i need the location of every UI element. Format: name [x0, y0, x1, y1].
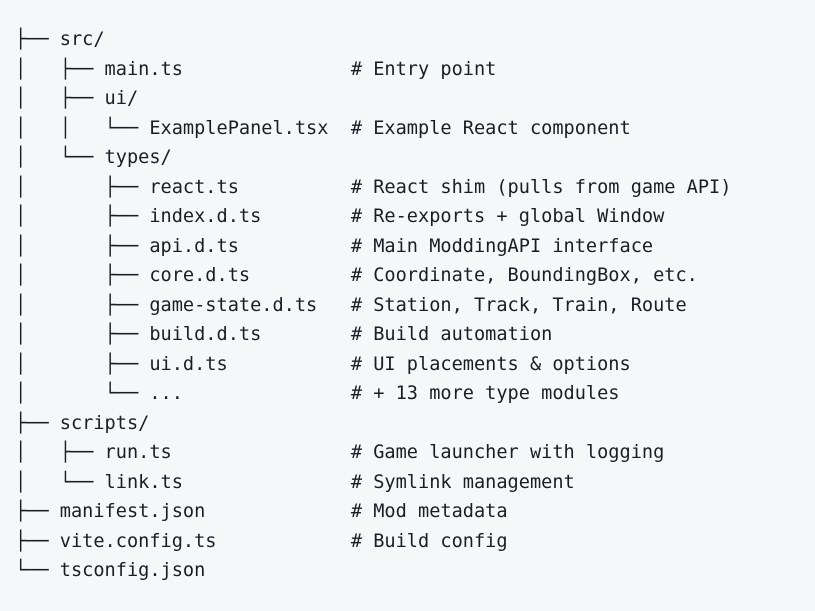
tree-line-text: │ ├── game-state.d.ts # Station, Track, …	[15, 294, 687, 316]
tree-line: │ ├── build.d.ts # Build automation	[15, 320, 815, 350]
tree-line: │ ├── core.d.ts # Coordinate, BoundingBo…	[15, 261, 815, 291]
tree-line-text: ├── vite.config.ts # Build config	[15, 530, 508, 552]
tree-line: │ ├── run.ts # Game launcher with loggin…	[15, 438, 815, 468]
tree-line: │ │ └── ExamplePanel.tsx # Example React…	[15, 114, 815, 144]
tree-line-text: │ └── ... # + 13 more type modules	[15, 383, 620, 404]
tree-line: │ └── ... # + 13 more type modules	[15, 379, 815, 409]
tree-body: ├── src/ │ ├── main.ts # Entry point │ ├──…	[15, 25, 815, 586]
tree-line: │ ├── game-state.d.ts # Station, Track, …	[15, 291, 815, 321]
tree-line-text: │ ├── api.d.ts # Main ModdingAPI interfa…	[15, 235, 654, 257]
tree-line-text: │ ├── main.ts # Entry point	[15, 58, 497, 80]
tree-line: │ ├── api.d.ts # Main ModdingAPI interfa…	[15, 232, 815, 262]
tree-line: │ ├── index.d.ts # Re-exports + global W…	[15, 202, 815, 232]
tree-line: │ └── link.ts # Symlink management	[15, 468, 815, 498]
tree-line-text: │ ├── react.ts # React shim (pulls from …	[15, 176, 732, 198]
tree-line-text: │ └── link.ts # Symlink management	[15, 471, 575, 493]
tree-line-text: │ ├── ui.d.ts # UI placements & options	[15, 353, 631, 375]
tree-line-text: │ ├── index.d.ts # Re-exports + global W…	[15, 206, 665, 227]
tree-line: ├── vite.config.ts # Build config	[15, 527, 815, 557]
tree-line: │ ├── ui/	[15, 84, 815, 114]
tree-line: └── tsconfig.json	[15, 556, 815, 586]
tree-line-text: │ ├── run.ts # Game launcher with loggin…	[15, 442, 665, 463]
tree-line-text: │ ├── core.d.ts # Coordinate, BoundingBo…	[15, 265, 698, 286]
tree-line: ├── manifest.json # Mod metadata	[15, 497, 815, 527]
tree-line: ├── scripts/	[15, 409, 815, 439]
tree-line-text: ├── src/	[15, 29, 105, 50]
tree-line-text: │ ├── build.d.ts # Build automation	[15, 324, 553, 345]
tree-line-text: ├── manifest.json # Mod metadata	[15, 501, 508, 522]
tree-line: │ ├── main.ts # Entry point	[15, 55, 815, 85]
tree-line: │ └── types/	[15, 143, 815, 173]
tree-line-text: └── tsconfig.json	[15, 560, 206, 581]
tree-line-text: │ └── types/	[15, 147, 172, 168]
tree-line-text: │ ├── ui/	[15, 88, 139, 109]
tree-line: │ ├── ui.d.ts # UI placements & options	[15, 350, 815, 380]
tree-line: │ ├── react.ts # React shim (pulls from …	[15, 173, 815, 203]
tree-line: ├── src/	[15, 25, 815, 55]
tree-line-text: ├── scripts/	[15, 412, 150, 434]
tree-line-text: │ │ └── ExamplePanel.tsx # Example React…	[15, 117, 631, 139]
